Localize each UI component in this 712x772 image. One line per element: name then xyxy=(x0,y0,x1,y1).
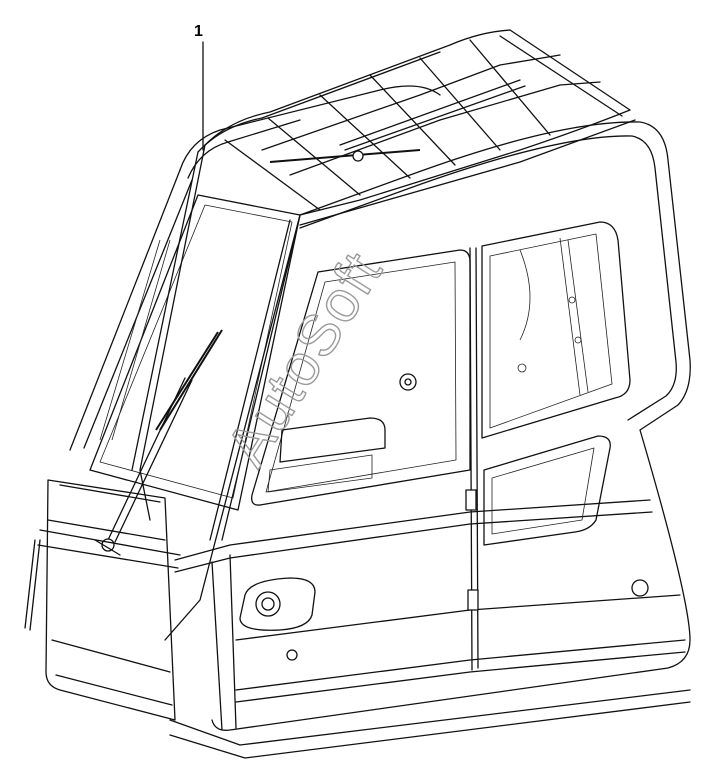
side-panel-emboss xyxy=(483,435,611,546)
windshield xyxy=(89,194,301,511)
hinges xyxy=(465,489,479,611)
callout-1: 1 xyxy=(194,23,204,151)
watermark: AutoSoft xyxy=(214,240,396,477)
roof-wiper xyxy=(269,79,526,163)
callout-label-1: 1 xyxy=(194,23,203,40)
front-wiper xyxy=(94,329,223,556)
door-window xyxy=(251,249,471,506)
cab-body xyxy=(45,85,691,759)
door-handle xyxy=(239,577,649,661)
rear-window xyxy=(481,221,631,439)
roof-guard xyxy=(24,29,636,641)
